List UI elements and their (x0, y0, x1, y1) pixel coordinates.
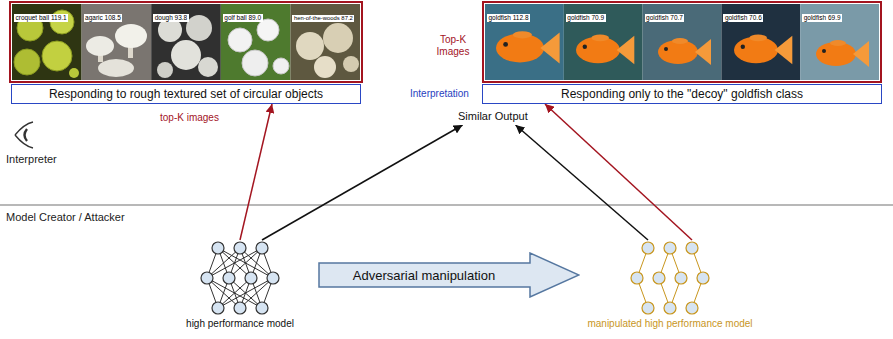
network-unit (686, 242, 698, 254)
goldfish-image (485, 4, 564, 80)
network-unit (256, 302, 268, 314)
edge-note: top-K images (160, 112, 219, 124)
tile-caption: hen-of-the-woods 87.2 (292, 15, 354, 22)
network-model: manipulated high performance model (570, 240, 770, 330)
tile-caption: goldfish 69.9 (802, 14, 842, 22)
network-link (229, 248, 262, 278)
network-unit (642, 302, 654, 314)
interpretation-text: Responding only to the "decoy" goldfish … (561, 87, 803, 102)
image-tile: dough 93.8 (151, 4, 221, 80)
output-label: Similar Output (455, 105, 531, 125)
network-symbol (625, 240, 715, 316)
image-tile: goldfish 70.7 (643, 4, 722, 80)
eye-icon (15, 122, 33, 148)
role-label: Interpreter (6, 153, 57, 166)
golf-image (221, 4, 291, 80)
image-tile: goldfish 69.9 (800, 4, 879, 80)
network-unit (212, 302, 224, 314)
interpretation-box: Responding only to the "decoy" goldfish … (482, 84, 882, 104)
output-text: Similar Output (458, 110, 528, 122)
hen-of-the-woods-image (290, 4, 360, 80)
connector-arrow (240, 104, 272, 240)
model-label: manipulated high performance model (570, 318, 770, 330)
network-unit (245, 272, 257, 284)
croquet-image (12, 4, 82, 80)
model-label: high performance model (140, 318, 340, 330)
panel-label: Top-K Images (432, 34, 474, 58)
network-unit (686, 302, 698, 314)
network-unit (664, 242, 676, 254)
interpretation-label: Interpretation (410, 88, 469, 100)
network-unit (267, 272, 279, 284)
role-label: Model Creator / Attacker (6, 211, 125, 224)
tile-caption: goldfish 70.6 (723, 14, 763, 22)
network-unit (234, 302, 246, 314)
tile-caption: golf ball 89.0 (223, 14, 263, 22)
tile-caption: goldfish 70.7 (645, 14, 685, 22)
goldfish-image (721, 4, 800, 80)
connector-arrow (262, 125, 463, 240)
image-tile: golf ball 89.0 (221, 4, 291, 80)
manipulation-text: Adversarial manipulation (353, 268, 495, 283)
goldfish-image (800, 4, 879, 80)
dough-image (151, 4, 221, 80)
tile-caption: goldfish 70.9 (566, 14, 606, 22)
network-unit (642, 242, 654, 254)
image-tile: goldfish 112.8 (485, 4, 564, 80)
block-arrow-outline (319, 253, 579, 297)
goldfish-image (643, 4, 722, 80)
agaric-image (82, 4, 152, 80)
network-unit (256, 242, 268, 254)
connector-arrow (545, 104, 692, 240)
network-unit (653, 272, 665, 284)
network-model: high performance model (140, 240, 340, 330)
tile-caption: goldfish 112.8 (487, 14, 530, 22)
network-link (240, 278, 273, 308)
tile-caption: croquet ball 119.1 (14, 14, 68, 22)
network-unit (223, 272, 235, 284)
interpretation-text: Responding to rough textured set of circ… (49, 87, 323, 102)
image-tile: croquet ball 119.1 (12, 4, 82, 80)
image-panel (483, 2, 881, 82)
interpretation-box: Responding to rough textured set of circ… (11, 84, 361, 104)
goldfish-image (564, 4, 643, 80)
network-unit (234, 242, 246, 254)
image-tile: agaric 108.5 (82, 4, 152, 80)
image-tile: goldfish 70.6 (721, 4, 800, 80)
network-unit (664, 302, 676, 314)
separator-line (0, 204, 893, 206)
image-tile: hen-of-the-woods 87.2 (290, 4, 360, 80)
tile-caption: dough 93.8 (153, 14, 189, 22)
network-unit (697, 272, 709, 284)
image-panel (10, 2, 362, 82)
image-tile: goldfish 70.9 (564, 4, 643, 80)
tile-caption: agaric 108.5 (84, 14, 123, 22)
manipulation-arrow: Adversarial manipulation (318, 252, 580, 298)
network-unit (675, 272, 687, 284)
connector-arrow (516, 125, 648, 240)
network-unit (201, 272, 213, 284)
network-unit (631, 272, 643, 284)
network-unit (212, 242, 224, 254)
network-symbol (195, 240, 285, 316)
